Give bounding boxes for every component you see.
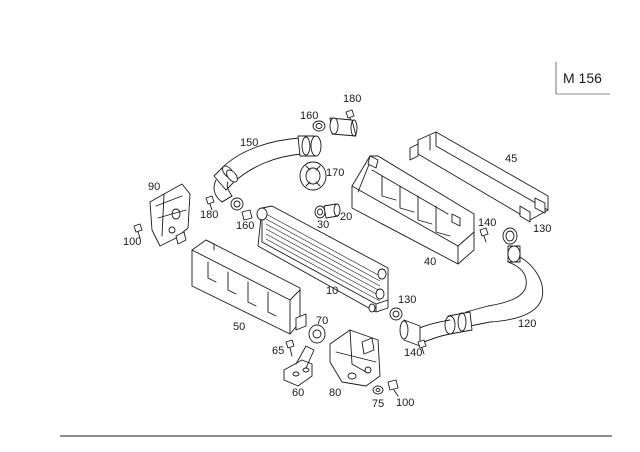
- label-75: 75: [372, 398, 384, 410]
- label-180-upper: 180: [343, 93, 361, 105]
- label-100-left: 100: [123, 236, 141, 248]
- part-70-grommet: [308, 324, 326, 344]
- part-100-bolt-bottom: [387, 379, 399, 397]
- hose-coupling-upper: [329, 117, 358, 137]
- part-170-clamp: [299, 161, 327, 191]
- part-180-bolt-lower: [205, 195, 215, 211]
- label-30: 30: [317, 219, 329, 231]
- part-140-bolt-lower: [417, 339, 427, 355]
- part-10-charge-air-cooler: [256, 205, 389, 313]
- model-code-box: M 156: [555, 62, 610, 95]
- label-20: 20: [340, 211, 352, 223]
- part-30-fitting: [314, 205, 326, 219]
- part-130-ring-right: [502, 227, 518, 245]
- label-170: 170: [326, 167, 344, 179]
- part-45-air-duct: [409, 131, 549, 223]
- part-120-charge-hose: [399, 245, 544, 347]
- part-80-right-bracket: [329, 329, 381, 387]
- part-20-fitting: [323, 203, 341, 219]
- label-60: 60: [292, 387, 304, 399]
- part-40-air-guide: [351, 155, 475, 265]
- part-130-ring-lower: [389, 307, 403, 321]
- model-code: M 156: [563, 70, 602, 86]
- label-90: 90: [148, 181, 160, 193]
- label-80: 80: [329, 387, 341, 399]
- label-140-lower: 140: [404, 347, 422, 359]
- part-160-ring-upper: [312, 120, 326, 132]
- label-40: 40: [424, 256, 436, 268]
- label-50: 50: [233, 321, 245, 333]
- label-130-upper: 130: [533, 223, 551, 235]
- part-labels: 180 160 150 170 45 90 180 160 30 20 140 …: [123, 93, 551, 410]
- label-45: 45: [505, 153, 517, 165]
- label-120: 120: [518, 318, 536, 330]
- part-140-bolt-right: [479, 227, 489, 243]
- part-75-nut: [372, 385, 384, 395]
- label-160-upper: 160: [300, 110, 318, 122]
- label-160-lower: 160: [236, 220, 254, 232]
- part-65-bolt: [285, 339, 295, 357]
- label-65: 65: [272, 345, 284, 357]
- label-10: 10: [326, 285, 338, 297]
- part-60-mount-bracket: [283, 345, 315, 387]
- part-150-charge-hose: [213, 135, 322, 203]
- part-90-left-bracket: [149, 183, 191, 247]
- label-130-lower: 130: [398, 294, 416, 306]
- label-70: 70: [316, 315, 328, 327]
- label-100-bottom: 100: [396, 397, 414, 409]
- part-100-bolt-left: [133, 223, 143, 239]
- label-180-lower: 180: [200, 209, 218, 221]
- label-140-upper: 140: [478, 217, 496, 229]
- part-160-clamp-lower: [230, 197, 253, 221]
- part-50-lower-air-guide: [191, 239, 307, 335]
- label-150: 150: [240, 137, 258, 149]
